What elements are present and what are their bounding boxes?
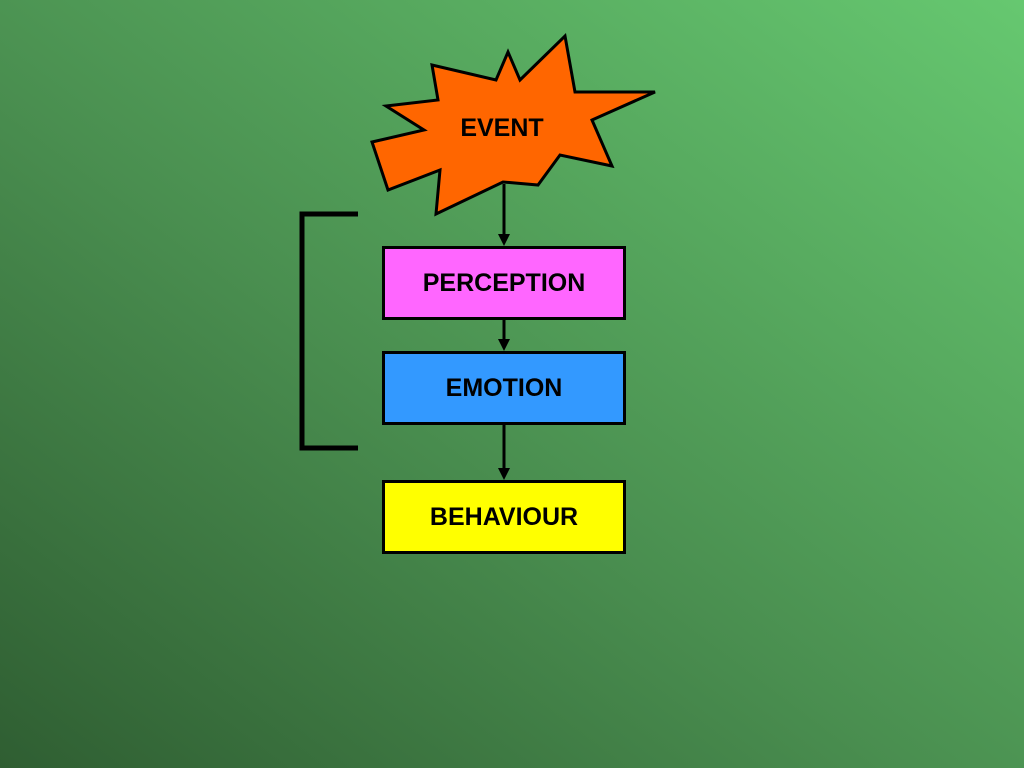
arrowhead-emotion-to-behaviour: [498, 468, 510, 480]
arrowhead-event-to-perception: [498, 234, 510, 246]
emotion-box: EMOTION: [382, 351, 626, 425]
event-starburst-shape: [370, 32, 656, 217]
behaviour-box: BEHAVIOUR: [382, 480, 626, 554]
event-label: EVENT: [460, 114, 544, 142]
arrowhead-perception-to-emotion: [498, 339, 510, 351]
grouping-bracket: [299, 211, 358, 451]
perception-box: PERCEPTION: [382, 246, 626, 320]
